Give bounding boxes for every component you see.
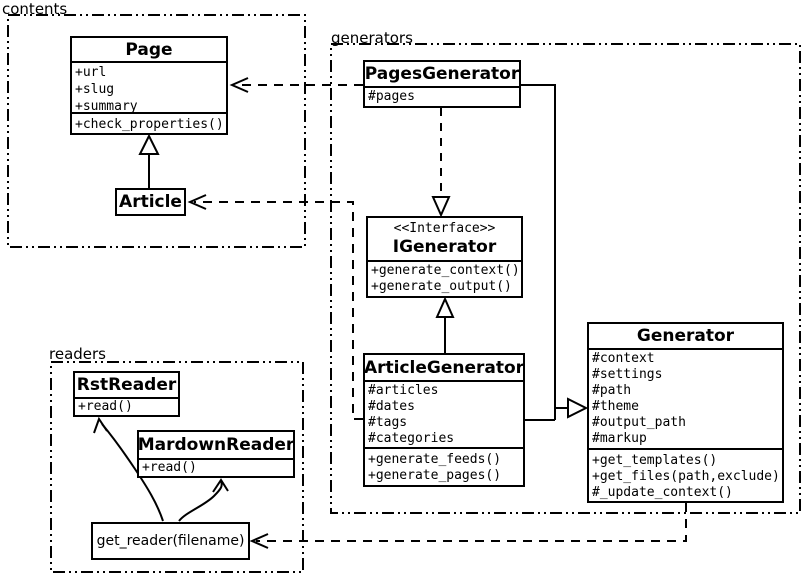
package-frame-generators — [330, 43, 801, 514]
arrow-getreader-rstreader — [93, 416, 164, 522]
method-line: +generate_output() — [371, 279, 512, 294]
methods-compartment: +check_properties() — [72, 112, 226, 135]
class-name: PagesGenerator — [364, 64, 520, 84]
class-name: MardownReader — [137, 435, 295, 455]
class-box-igenerator: <<Interface>> IGenerator +generate_conte… — [366, 216, 523, 298]
attribute-line: #settings — [592, 367, 663, 382]
attributes-compartment: #context #settings #path #theme #output_… — [589, 348, 782, 448]
method-line: +generate_feeds() — [368, 452, 502, 467]
method-line: #_update_context() — [592, 485, 733, 500]
attribute-line: #dates — [368, 399, 415, 414]
class-name: IGenerator — [392, 237, 497, 257]
dependency-pagesgenerator-page — [229, 77, 363, 93]
package-label-generators: generators — [331, 29, 413, 47]
method-line: +generate_pages() — [368, 468, 502, 483]
attributes-compartment: +url +slug +summary — [72, 61, 226, 112]
generalization-articlegenerator-igenerator — [435, 296, 455, 353]
arrow-getreader-mardownreader — [178, 478, 229, 522]
generalization-article-page — [138, 133, 160, 188]
function-label: get_reader(filename) — [96, 533, 245, 549]
attribute-line: +url — [75, 65, 107, 80]
attributes-compartment: #pages — [365, 86, 519, 106]
class-box-article: Article — [115, 188, 186, 216]
dependency-generator-getreader — [249, 503, 687, 549]
class-box-pages-generator: PagesGenerator #pages — [363, 60, 521, 108]
method-line: +check_properties() — [75, 117, 224, 132]
methods-compartment: +read() — [75, 397, 178, 415]
attribute-line: #categories — [368, 431, 455, 446]
package-frame-readers — [50, 361, 304, 573]
class-box-page: Page +url +slug +summary +check_properti… — [70, 36, 228, 135]
class-box-mardown-reader: MardownReader +read() — [137, 430, 295, 478]
class-name: Generator — [636, 326, 735, 346]
class-box-article-generator: ArticleGenerator #articles #dates #tags … — [363, 353, 525, 487]
class-box-rst-reader: RstReader +read() — [73, 371, 180, 417]
attribute-line: #output_path — [592, 415, 686, 430]
package-frame-contents — [7, 14, 306, 248]
package-label-contents: contents — [2, 0, 68, 18]
methods-compartment: +generate_context() +generate_output() — [368, 260, 521, 296]
attribute-line: +slug — [75, 82, 115, 97]
method-line: +generate_context() — [371, 263, 520, 278]
class-name: ArticleGenerator — [363, 357, 525, 378]
class-name: Page — [125, 39, 173, 60]
method-line: +read() — [78, 399, 133, 414]
method-line: +get_templates() — [592, 453, 718, 468]
attribute-line: #theme — [592, 399, 639, 414]
attribute-line: #context — [592, 351, 655, 366]
method-line: +get_files(path,exclude) — [592, 469, 780, 484]
realization-pagesgenerator-igenerator — [431, 108, 451, 218]
attributes-compartment: #articles #dates #tags #categories — [365, 380, 523, 447]
attribute-line: #articles — [368, 383, 439, 398]
function-box-get-reader: get_reader(filename) — [91, 522, 250, 560]
package-label-readers: readers — [49, 345, 106, 363]
methods-compartment: +read() — [139, 458, 293, 476]
class-box-generator: Generator #context #settings #path #them… — [587, 322, 784, 503]
dependency-articlegenerator-article — [187, 194, 363, 420]
class-header: <<Interface>> IGenerator — [368, 218, 521, 260]
class-name: Article — [119, 192, 182, 212]
methods-compartment: +generate_feeds() +generate_pages() — [365, 447, 523, 485]
attribute-line: #pages — [368, 89, 415, 104]
method-line: +read() — [142, 460, 197, 475]
generalization-generators-generator — [521, 84, 589, 421]
attribute-line: #markup — [592, 431, 647, 446]
methods-compartment: +get_templates() +get_files(path,exclude… — [589, 448, 782, 501]
stereotype-label: <<Interface>> — [393, 221, 496, 236]
attribute-line: +summary — [75, 99, 138, 112]
attribute-line: #tags — [368, 415, 408, 430]
class-name: RstReader — [76, 375, 177, 395]
attribute-line: #path — [592, 383, 632, 398]
